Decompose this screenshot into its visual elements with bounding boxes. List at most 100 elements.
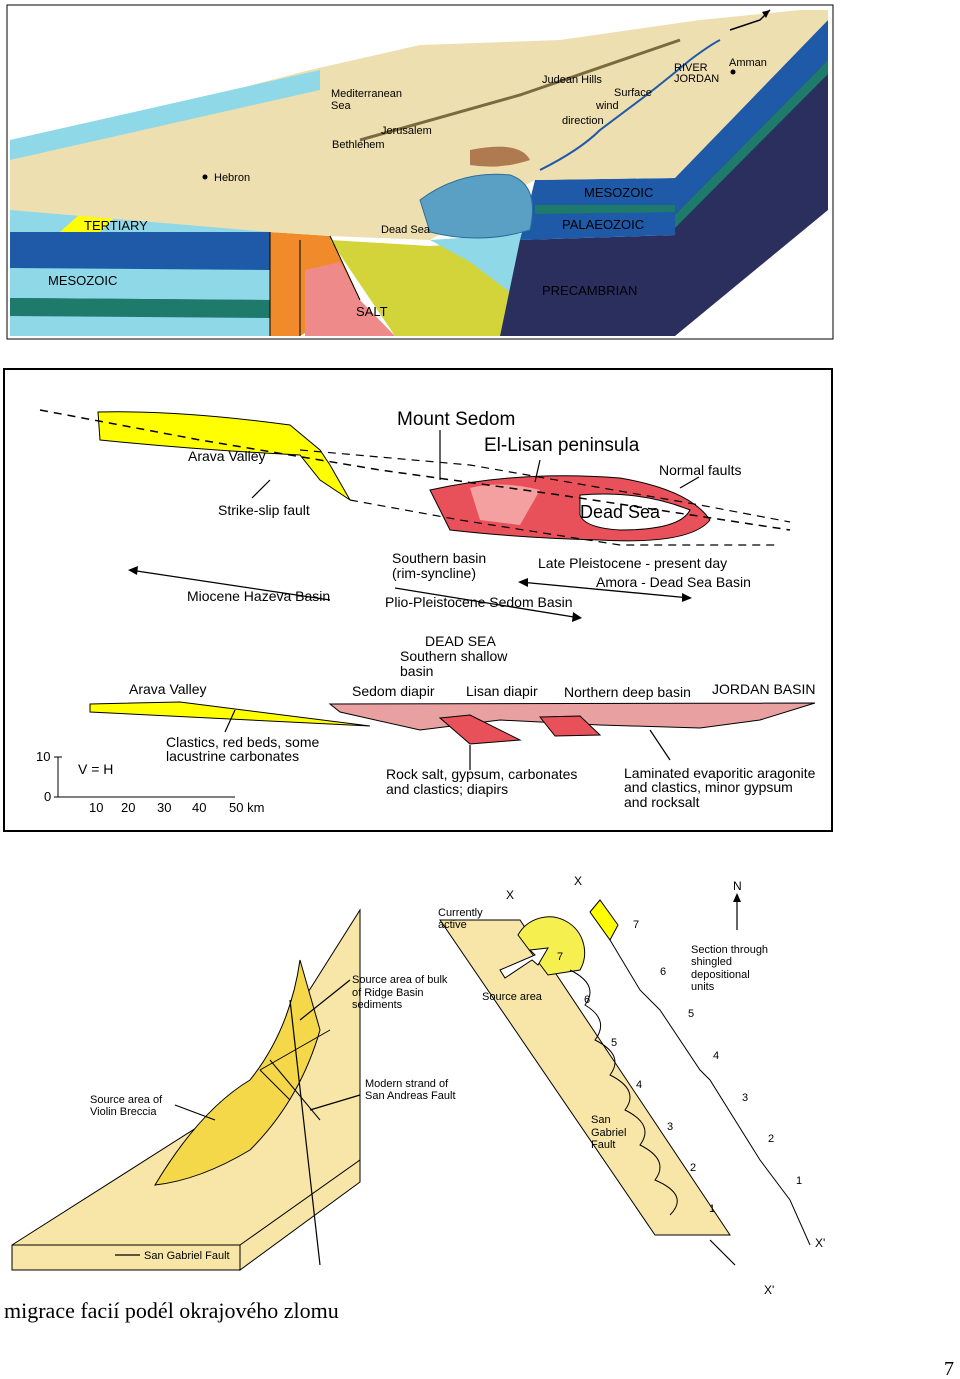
x-prime-right-label: X' — [815, 1236, 825, 1250]
dead-sea-section-label: DEAD SEA — [425, 633, 496, 649]
right-unit-3: 3 — [742, 1092, 748, 1104]
section-through-label-3: depositional — [691, 969, 750, 981]
amora-arrowhead-right — [682, 593, 692, 602]
x-tick-40: 40 — [192, 800, 206, 815]
tertiary-label: TERTIARY — [84, 218, 148, 233]
amora-label: Amora - Dead Sea Basin — [596, 574, 751, 590]
violin-label-1: Source area of — [90, 1094, 163, 1106]
plio-arrowhead — [572, 612, 582, 622]
lisan-diapir-label: Lisan diapir — [466, 683, 538, 699]
left-unit-1: 1 — [709, 1203, 715, 1215]
left-teal-layer — [10, 298, 270, 318]
amman-dot — [731, 70, 736, 75]
x-tick-50km: 50 km — [229, 800, 264, 815]
laminated-pointer — [650, 730, 670, 760]
amora-arrowhead-left — [518, 578, 528, 587]
palaeozoic-label: PALAEOZOIC — [562, 217, 644, 232]
violin-label-2: Violin Breccia — [90, 1106, 157, 1118]
x-tick-20: 20 — [121, 800, 135, 815]
hebron-label: Hebron — [214, 172, 250, 184]
salt-label: SALT — [356, 304, 388, 319]
el-lisan-label: El-Lisan peninsula — [484, 435, 640, 456]
mount-sedom-label: Mount Sedom — [397, 409, 515, 430]
surface-label: Surface — [614, 87, 652, 99]
right-unit-1: 1 — [796, 1175, 802, 1187]
mediterranean-label-2: Sea — [331, 100, 351, 112]
y-tick-0: 0 — [44, 789, 51, 804]
jerusalem-label: Jerusalem — [381, 125, 432, 137]
strike-slip-label: Strike-slip fault — [218, 502, 310, 518]
normal-faults-pointer — [680, 477, 699, 488]
laminated-label-3: and rocksalt — [624, 794, 700, 810]
hebron-dot — [203, 175, 208, 180]
southern-basin-label-1: Southern basin — [392, 550, 486, 566]
amman-label: Amman — [729, 57, 767, 69]
left-unit-3: 3 — [667, 1121, 673, 1133]
san-gabriel-panel: Currently active X X N Source area of bu… — [12, 874, 825, 1297]
san-gabriel-fault-label: San Gabriel Fault — [144, 1250, 230, 1262]
northern-deep-label: Northern deep basin — [564, 684, 691, 700]
right-unit-2: 2 — [768, 1133, 774, 1145]
section-through-label-1: Section through — [691, 944, 768, 956]
left-bottom-light-layer — [10, 316, 270, 336]
rock-salt-label-1: Rock salt, gypsum, carbonates — [386, 766, 577, 782]
x-tick-10: 10 — [89, 800, 103, 815]
basin-label: basin — [400, 663, 433, 679]
sg-fault-v-label-3: Fault — [591, 1139, 615, 1151]
precambrian-label: PRECAMBRIAN — [542, 283, 637, 298]
dead-sea-basin-panel: Mount Sedom El-Lisan peninsula Arava Val… — [4, 369, 832, 831]
southern-basin-label-2: (rim-syncline) — [392, 565, 476, 581]
page-number: 7 — [944, 1358, 954, 1379]
v-eq-h-label: V = H — [78, 761, 113, 777]
bethlehem-label: Bethlehem — [332, 139, 385, 151]
x-tick-30: 30 — [157, 800, 171, 815]
left-unit-2: 2 — [690, 1162, 696, 1174]
modern-strand-label-2: San Andreas Fault — [365, 1090, 456, 1102]
left-unit-7: 7 — [557, 951, 563, 963]
sg-fault-v-label-2: Gabriel — [591, 1127, 626, 1139]
plio-label: Plio-Pleistocene Sedom Basin — [385, 594, 573, 610]
diagonal-band — [440, 920, 730, 1235]
strike-slip-pointer — [252, 480, 270, 498]
currently-label: Currently — [438, 907, 483, 919]
direction-label: direction — [562, 115, 604, 127]
southern-shallow-label: Southern shallow — [400, 648, 508, 664]
source-ridge-label-1: Source area of bulk — [352, 974, 448, 986]
source-ridge-label-2: of Ridge Basin — [352, 987, 424, 999]
dead-sea-label: Dead Sea — [381, 224, 431, 236]
left-unit-4: 4 — [636, 1079, 642, 1091]
source-ridge-label-3: sediments — [352, 999, 403, 1011]
clastics-label-2: lacustrine carbonates — [166, 748, 299, 764]
right-unit-5: 5 — [688, 1008, 694, 1020]
x-prime-bottom-label: X' — [764, 1283, 774, 1297]
judean-hills-label: Judean Hills — [542, 74, 602, 86]
unit-7-yellow — [590, 900, 618, 940]
late-pleistocene-label: Late Pleistocene - present day — [538, 555, 727, 571]
x-label-right: X — [574, 874, 582, 888]
x-prime-line — [710, 1240, 735, 1265]
x-label-left: X — [506, 888, 514, 902]
laminated-label-2: and clastics, minor gypsum — [624, 779, 793, 795]
jordan-label: JORDAN — [674, 73, 719, 85]
miocene-arrowhead — [128, 566, 138, 575]
arava-valley-label: Arava Valley — [129, 681, 207, 697]
miocene-label: Miocene Hazeva Basin — [187, 588, 330, 604]
right-unit-7: 7 — [633, 919, 639, 931]
left-unit-5: 5 — [611, 1037, 617, 1049]
left-unit-6: 6 — [584, 994, 590, 1006]
section-through-label-2: shingled — [691, 956, 732, 968]
right-unit-4: 4 — [713, 1050, 719, 1062]
sedom-diapir-label: Sedom diapir — [352, 683, 435, 699]
north-arrowhead — [733, 893, 741, 902]
normal-faults-label: Normal faults — [659, 462, 741, 478]
mediterranean-label-1: Mediterranean — [331, 88, 402, 100]
mesozoic-right-label: MESOZOIC — [584, 185, 653, 200]
y-tick-10: 10 — [36, 749, 50, 764]
caption: migrace facií podél okrajového zlomu — [4, 1298, 339, 1323]
dead-sea-block-diagram: Mediterranean Sea Jerusalem Bethlehem Ju… — [7, 5, 833, 339]
rock-salt-label-2: and clastics; diapirs — [386, 781, 508, 797]
mesozoic-left-label: MESOZOIC — [48, 273, 117, 288]
section-through-label-4: units — [691, 981, 715, 993]
modern-strand-label-1: Modern strand of — [365, 1078, 449, 1090]
